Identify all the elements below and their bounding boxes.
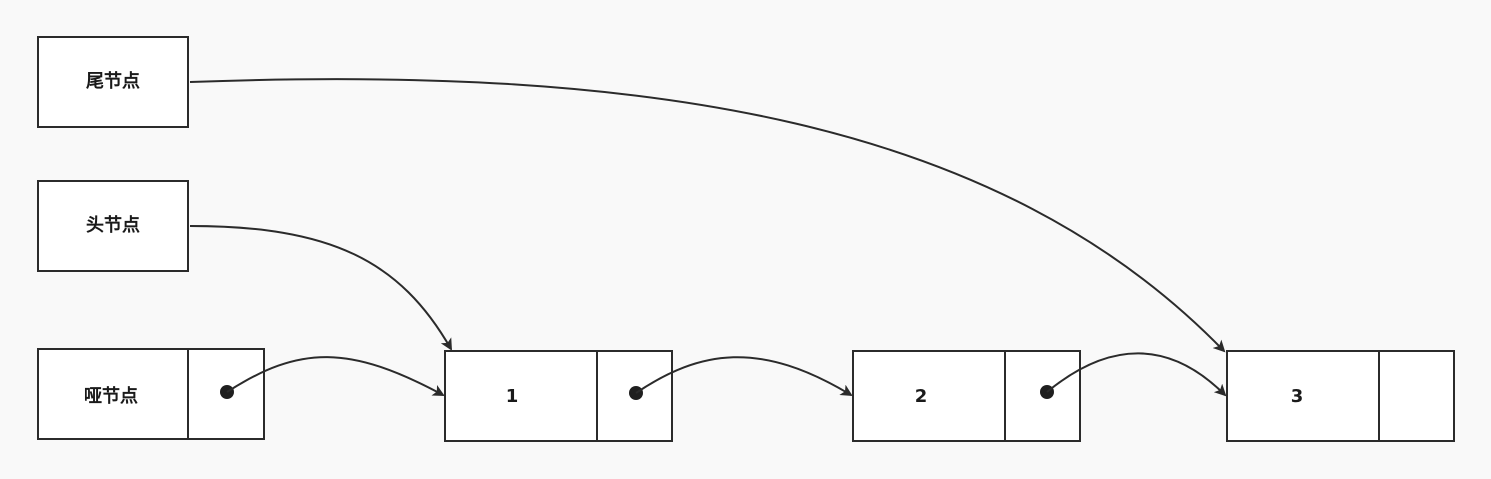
node-1-to-node-2-arrow (635, 356, 853, 397)
node-1-value: 1 (506, 386, 519, 407)
list-node-2: 2 (852, 350, 1081, 442)
list-node-3: 3 (1226, 350, 1455, 442)
tail-node-box (37, 36, 189, 128)
dummy-to-node-1-arrow (226, 356, 445, 396)
dummy-node-value-box (37, 348, 189, 440)
node-3-value: 3 (1291, 386, 1304, 407)
tail-node: 尾节点 (37, 36, 189, 128)
node-1-value-box (444, 350, 598, 442)
dummy-node-label: 哑节点 (84, 385, 138, 407)
tail-node-label: 尾节点 (86, 70, 140, 92)
tail-to-node-3-arrow (189, 78, 1226, 353)
list-node-1: 1 (444, 350, 673, 442)
node-3-value-box (1226, 350, 1380, 442)
head-node-box (37, 180, 189, 272)
node-2-value-box (852, 350, 1006, 442)
head-node: 头节点 (37, 180, 189, 272)
dummy-node: 哑节点 (37, 348, 265, 440)
node-3-pointer-box (1378, 350, 1455, 442)
head-to-node-1-arrow (189, 225, 452, 351)
node-2-to-node-3-arrow (1046, 352, 1227, 397)
node-2-value: 2 (915, 386, 928, 407)
head-node-label: 头节点 (86, 214, 140, 236)
